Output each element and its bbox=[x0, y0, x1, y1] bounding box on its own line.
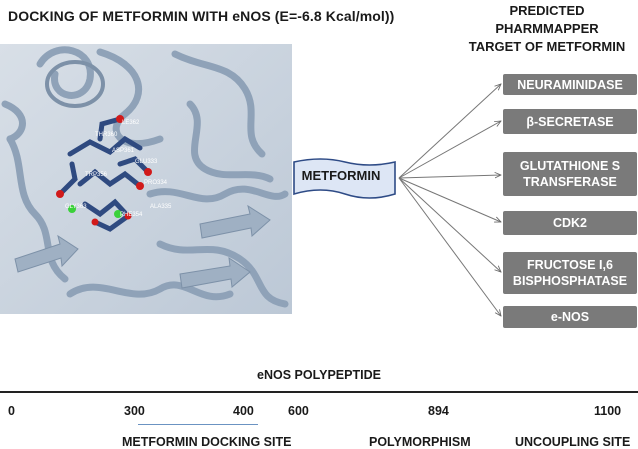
residue-label: PRO334 bbox=[144, 180, 168, 186]
protein-structure-image: THR360 LE362 ASP361 GLU333 TRP356 PRO334… bbox=[0, 44, 292, 314]
residue-label: GLU333 bbox=[135, 159, 158, 165]
target-neuraminidase: NEURAMINIDASE bbox=[503, 74, 637, 95]
site-label-uncoupling: UNCOUPLING SITE bbox=[515, 435, 631, 449]
arrow-to-target-2 bbox=[398, 121, 501, 179]
arrow-to-target-4 bbox=[398, 177, 501, 222]
predicted-line-2: PHARMMAPPER bbox=[495, 21, 599, 36]
predicted-line-3: TARGET OF METFORMIN bbox=[468, 39, 626, 54]
polypeptide-title: eNOS POLYPEPTIDE bbox=[257, 368, 381, 382]
docking-site-range-line bbox=[138, 424, 258, 425]
ligand-sticks bbox=[57, 116, 151, 232]
target-cdk2: CDK2 bbox=[503, 211, 637, 235]
polypeptide-axis-line bbox=[0, 391, 638, 393]
tick-label: 300 bbox=[124, 404, 145, 418]
tick-label: 894 bbox=[428, 404, 449, 418]
protein-ribbon-svg bbox=[0, 44, 292, 314]
target-fructose-bisphosphatase: FRUCTOSE I,6 BISPHOSPHATASE bbox=[503, 252, 637, 294]
site-label-polymorphism: POLYMORPHISM bbox=[369, 435, 471, 449]
target-glutathione-s-transferase: GLUTATHIONE S TRANSFERASE bbox=[503, 152, 637, 196]
arrow-to-target-1 bbox=[398, 84, 501, 179]
helix-coil bbox=[45, 60, 105, 108]
residue-label: LE362 bbox=[122, 120, 140, 126]
residue-label: GLY363 bbox=[65, 204, 87, 210]
oxygen-atoms bbox=[56, 115, 152, 226]
residue-label: ASP361 bbox=[112, 148, 135, 154]
metformin-scroll-shape bbox=[293, 158, 396, 199]
figure-title: DOCKING OF METFORMIN WITH eNOS (E=-6.8 K… bbox=[8, 8, 395, 24]
residue-label: ALA335 bbox=[150, 204, 172, 210]
target-beta-secretase: β-SECRETASE bbox=[503, 109, 637, 134]
metformin-label: METFORMIN bbox=[301, 168, 381, 183]
beta-sheet-arrows bbox=[14, 204, 271, 289]
predicted-targets-heading: PREDICTED PHARMMAPPER TARGET OF METFORMI… bbox=[456, 2, 638, 56]
residue-label: TRP356 bbox=[85, 172, 108, 178]
residue-label: THR360 bbox=[95, 132, 118, 138]
target-enos: e-NOS bbox=[503, 306, 637, 328]
hydrogen-atoms bbox=[68, 205, 122, 218]
predicted-line-1: PREDICTED bbox=[509, 3, 585, 18]
arrow-to-target-3 bbox=[398, 175, 501, 179]
tick-label: 0 bbox=[8, 404, 15, 418]
arrow-to-target-6 bbox=[398, 177, 501, 316]
residue-label: PHE354 bbox=[120, 212, 143, 218]
tick-label: 600 bbox=[288, 404, 309, 418]
tick-label: 400 bbox=[233, 404, 254, 418]
site-label-docking: METFORMIN DOCKING SITE bbox=[122, 435, 292, 449]
arrow-to-target-5 bbox=[398, 177, 501, 272]
tick-label: 1100 bbox=[594, 404, 622, 418]
